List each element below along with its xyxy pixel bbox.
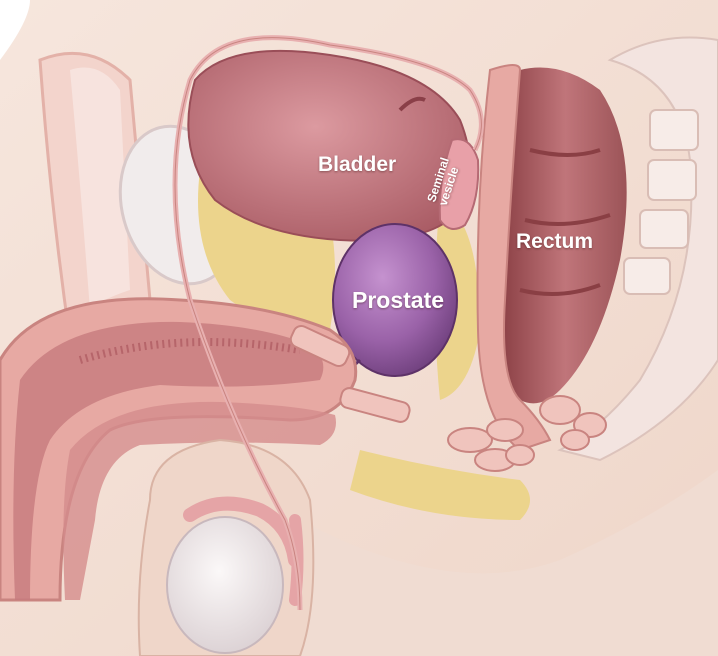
prostate-label: Prostate: [352, 287, 444, 314]
bladder-label: Bladder: [318, 153, 396, 177]
testis: [167, 517, 283, 653]
rectum-label: Rectum: [516, 230, 593, 254]
